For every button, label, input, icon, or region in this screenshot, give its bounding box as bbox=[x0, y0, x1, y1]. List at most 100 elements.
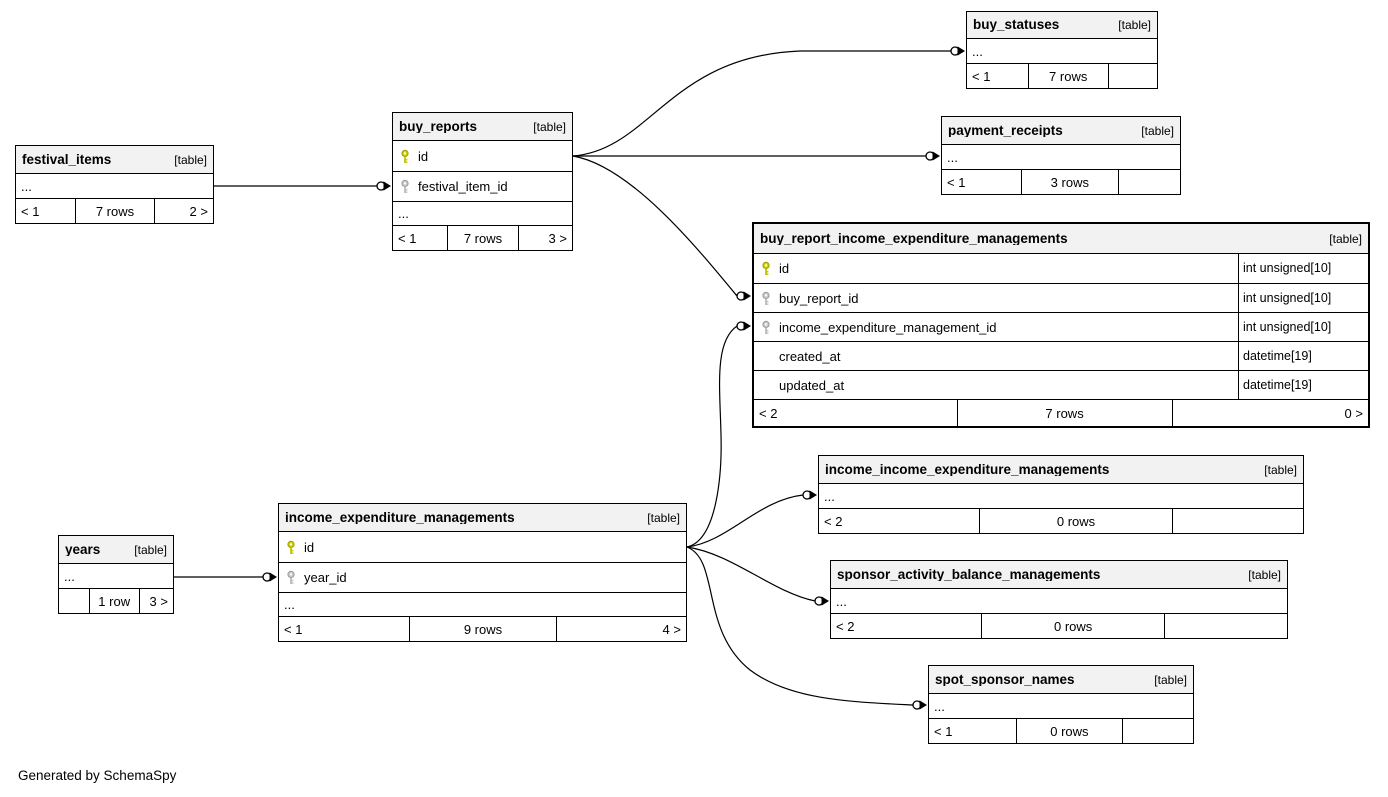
table-node-income_expenditure_managements[interactable]: income_expenditure_managements [table] id… bbox=[278, 503, 687, 642]
table-name: years bbox=[65, 542, 101, 557]
footer-parents-cell: < 1 bbox=[947, 174, 966, 190]
arrowhead-icon bbox=[743, 321, 751, 331]
footer-rowcount-cell: 7 rows bbox=[1027, 64, 1108, 88]
ellipsis-row: ... bbox=[279, 592, 686, 616]
footer-rowcount-cell: 7 rows bbox=[956, 400, 1172, 426]
footer-rowcount-cell: 0 rows bbox=[978, 509, 1173, 533]
column-row-festival_item_id[interactable]: festival_item_id bbox=[393, 171, 572, 201]
generated-by-note: Generated by SchemaSpy bbox=[18, 768, 177, 783]
table-type-tag: [table] bbox=[647, 510, 680, 525]
column-name: buy_report_id bbox=[779, 290, 859, 306]
arrowhead-icon bbox=[957, 46, 965, 56]
footer-parents-cell: < 1 bbox=[398, 230, 417, 246]
primary-key-icon bbox=[762, 261, 770, 276]
footer-children-cell: 4 > bbox=[555, 617, 686, 641]
table-header[interactable]: years [table] bbox=[59, 536, 173, 564]
table-type-tag: [table] bbox=[1329, 231, 1362, 246]
footer-parents-cell: < 2 bbox=[759, 405, 778, 421]
arrowhead-icon bbox=[919, 700, 927, 710]
footer-parents-cell: < 1 bbox=[972, 68, 991, 84]
column-name: festival_item_id bbox=[418, 179, 508, 194]
foreign-key-icon bbox=[762, 291, 770, 305]
column-row-buy_report_id[interactable]: buy_report_id int unsigned[10] bbox=[754, 283, 1368, 312]
footer-children-cell bbox=[1163, 614, 1287, 638]
column-row-id[interactable]: id bbox=[279, 532, 686, 562]
table-name: buy_statuses bbox=[973, 18, 1060, 32]
table-name: income_income_expenditure_managements bbox=[825, 462, 1110, 477]
table-header[interactable]: income_income_expenditure_managements[ta… bbox=[819, 456, 1303, 484]
table-name: buy_report_income_expenditure_management… bbox=[760, 231, 1068, 246]
footer-children-cell bbox=[1172, 509, 1303, 533]
column-type: datetime[19] bbox=[1238, 371, 1368, 399]
footer-parents-cell: < 1 bbox=[284, 621, 303, 637]
column-name: id bbox=[418, 148, 429, 164]
footer-parents-cell: < 2 bbox=[824, 513, 843, 529]
arrowhead-icon bbox=[383, 181, 391, 191]
table-type-tag: [table] bbox=[1154, 672, 1187, 687]
footer-rowcount-cell: 9 rows bbox=[409, 617, 556, 641]
table-name: income_expenditure_managements bbox=[285, 510, 515, 525]
footer-rowcount-cell: 3 rows bbox=[1020, 170, 1119, 194]
column-name: created_at bbox=[779, 348, 841, 364]
table-header[interactable]: payment_receipts[table] bbox=[942, 117, 1180, 145]
table-node-sponsor_activity_balance_managements[interactable]: sponsor_activity_balance_managements[tab… bbox=[830, 560, 1288, 639]
table-header[interactable]: buy_report_income_expenditure_management… bbox=[754, 224, 1368, 254]
table-header[interactable]: spot_sponsor_names [table] bbox=[929, 666, 1193, 694]
column-name: id bbox=[779, 261, 790, 276]
table-header[interactable]: sponsor_activity_balance_managements[tab… bbox=[831, 561, 1287, 589]
arrowhead-icon bbox=[743, 291, 751, 301]
table-header[interactable]: festival_items[table] bbox=[16, 146, 213, 174]
table-header[interactable]: income_expenditure_managements [table] bbox=[279, 504, 686, 532]
foreign-key-icon bbox=[762, 320, 770, 334]
column-row-updated_at[interactable]: updated_at datetime[19] bbox=[754, 370, 1368, 399]
table-header[interactable]: buy_statuses[table] bbox=[967, 12, 1157, 39]
column-name: updated_at bbox=[779, 377, 845, 393]
ellipsis-row: ... bbox=[824, 488, 835, 504]
table-node-buy_report_income_expenditure_managements[interactable]: buy_report_income_expenditure_management… bbox=[752, 222, 1370, 428]
table-name: payment_receipts bbox=[948, 123, 1063, 138]
table-footer: < 2 0 rows bbox=[819, 508, 1303, 533]
table-name: spot_sponsor_names bbox=[935, 672, 1075, 687]
arrowhead-icon bbox=[821, 596, 829, 606]
relationship-line bbox=[686, 546, 816, 602]
footer-rowcount-cell: 0 rows bbox=[1016, 719, 1122, 743]
ellipsis-row: ... bbox=[64, 568, 75, 584]
table-header[interactable]: buy_reports[table] bbox=[393, 113, 572, 141]
arrowhead-icon bbox=[269, 572, 277, 582]
table-name: buy_reports bbox=[399, 119, 478, 134]
table-type-tag: [table] bbox=[134, 542, 167, 557]
relationship-line bbox=[686, 325, 738, 548]
ellipsis-row: ... bbox=[934, 698, 945, 714]
column-type: int unsigned[10] bbox=[1238, 284, 1368, 312]
ellipsis-row: ... bbox=[836, 593, 847, 609]
footer-children-cell: 3 > bbox=[518, 226, 572, 250]
relationship-line bbox=[572, 155, 738, 297]
table-node-income_income_expenditure_managements[interactable]: income_income_expenditure_managements[ta… bbox=[818, 455, 1304, 534]
column-name: id bbox=[304, 539, 315, 555]
table-name: festival_items bbox=[22, 152, 112, 167]
footer-rowcount-cell: 7 rows bbox=[75, 199, 154, 223]
footer-children-cell: 2 > bbox=[153, 199, 213, 223]
footer-rowcount-cell: 1 row bbox=[88, 589, 139, 613]
column-row-id[interactable]: id bbox=[393, 141, 572, 171]
footer-children-cell bbox=[1118, 170, 1180, 194]
arrowhead-icon bbox=[932, 151, 940, 161]
footer-children-cell bbox=[1121, 719, 1193, 743]
column-row-year_id[interactable]: year_id bbox=[279, 562, 686, 592]
table-node-buy_reports[interactable]: buy_reports[table] id festival_item_id..… bbox=[392, 112, 573, 251]
